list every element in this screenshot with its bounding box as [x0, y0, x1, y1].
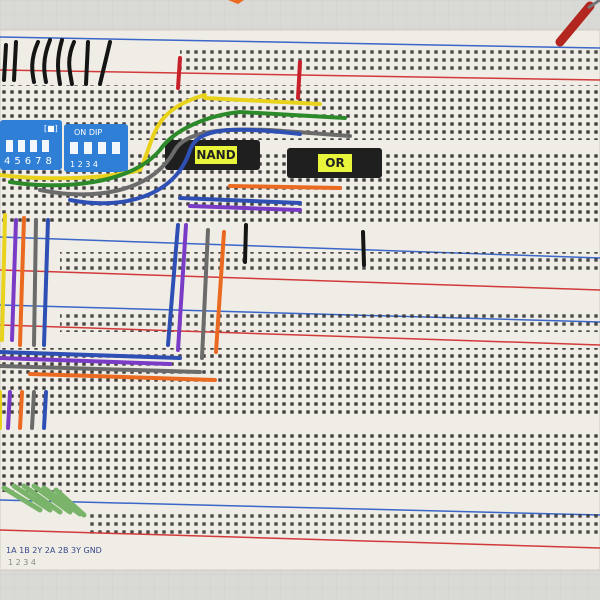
short-black-jumpers	[243, 223, 366, 267]
bottom-power-rail	[0, 499, 600, 549]
handwritten-numbers: 1 2 3 4	[8, 558, 36, 567]
black-jumper-wires	[2, 38, 112, 86]
dip-switch-right	[64, 124, 128, 172]
signal-wires-lower	[0, 350, 217, 382]
dip-left-numbers: 45678	[4, 156, 56, 167]
left-vertical-wires	[0, 213, 50, 347]
handwritten-pin-labels: 1A 1B 2Y 2A 2B 3Y GND	[6, 546, 102, 555]
dip-right-numbers: 1 2 3 4	[70, 160, 98, 169]
or-chip	[287, 148, 382, 178]
bottom-left-wires	[0, 390, 48, 430]
red-rail-jumpers	[176, 56, 302, 100]
middle-power-rails	[0, 236, 600, 346]
top-orange-fragment	[228, 0, 244, 4]
resistor-array	[1, 483, 87, 518]
terminal-strip-lower	[0, 348, 600, 492]
middle-vertical-wires	[166, 223, 226, 360]
probe-tip	[555, 0, 600, 47]
dip-left-top-text: [■]	[44, 124, 58, 133]
nand-chip	[165, 140, 260, 170]
dip-switch-left	[0, 120, 62, 170]
dip-right-top-text: ON DIP	[74, 128, 103, 137]
signal-wires-upper	[0, 93, 352, 212]
